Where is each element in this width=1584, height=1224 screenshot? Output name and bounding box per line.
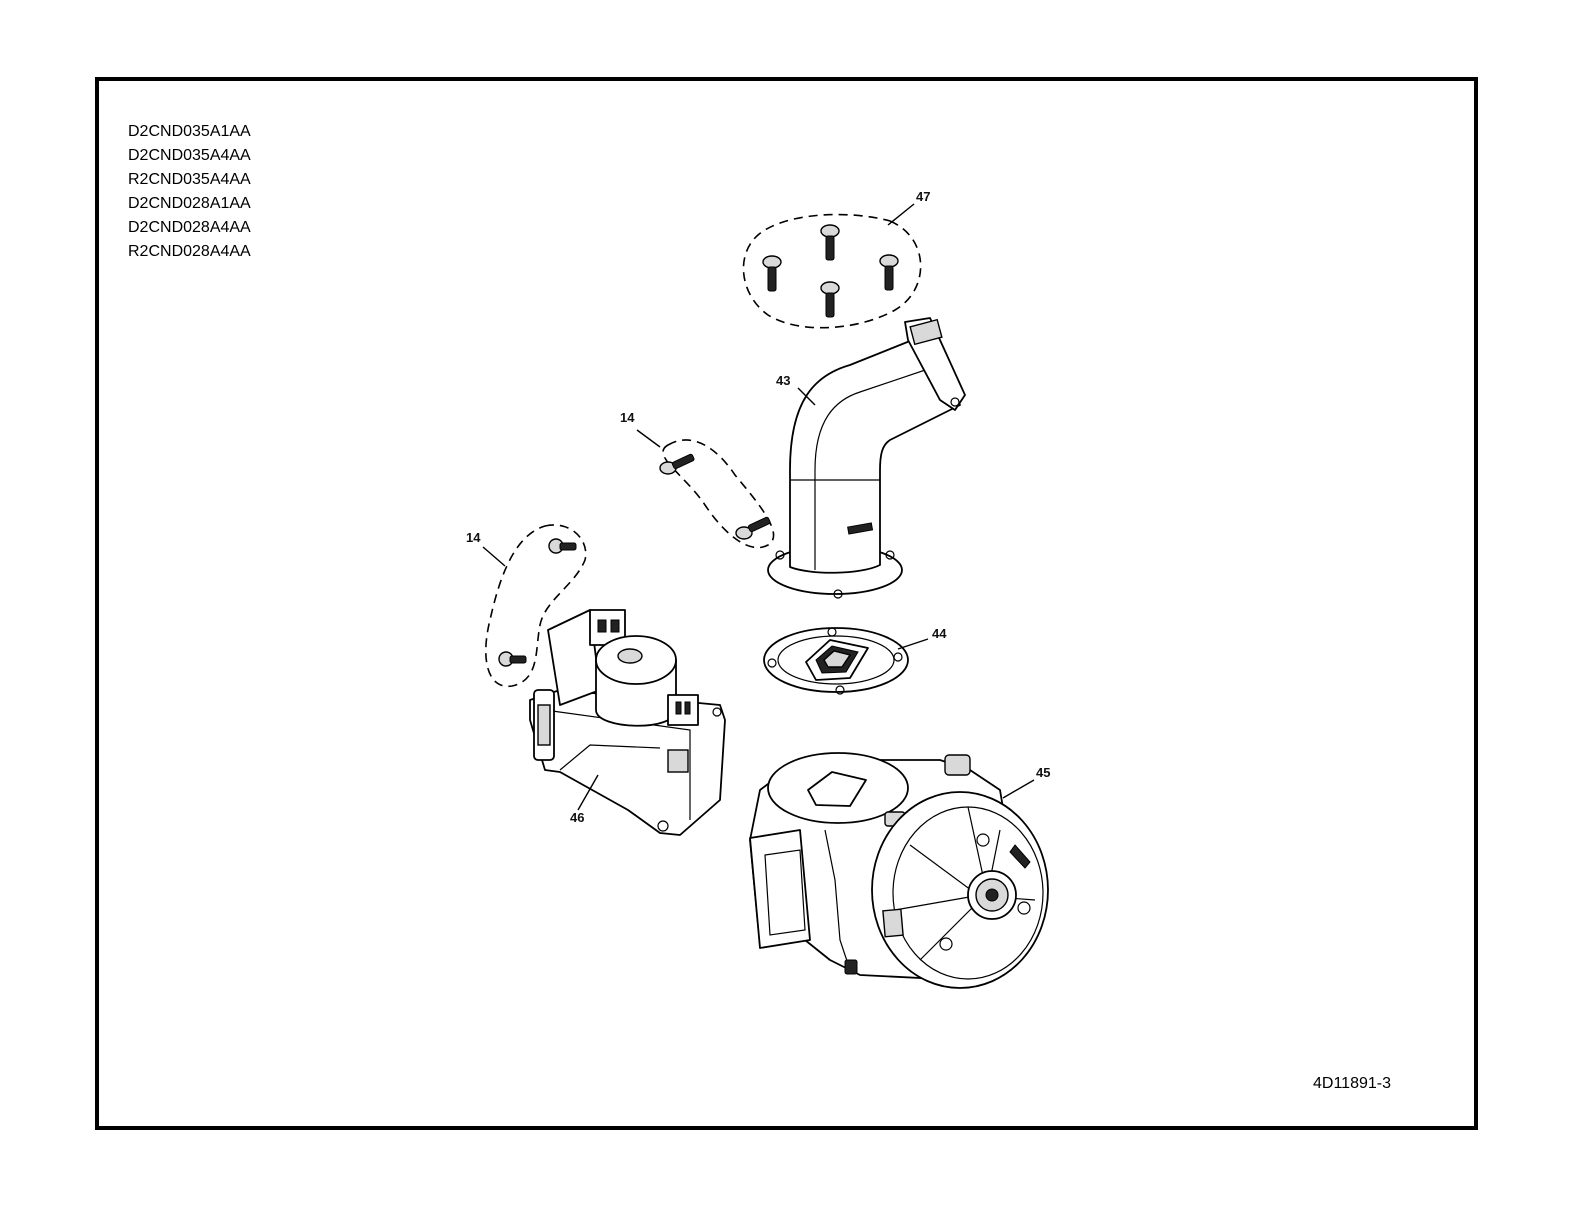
screw-group-47: 47: [742, 189, 930, 329]
screw-icon: [659, 453, 695, 475]
screw-icon: [762, 255, 782, 292]
elbow-body: [789, 334, 961, 574]
model-number-list: D2CND035A1AA D2CND035A4AA R2CND035A4AA D…: [128, 120, 251, 264]
callout-43: 43: [776, 373, 790, 388]
screw-icon: [820, 224, 840, 261]
model-number: D2CND035A4AA: [128, 147, 251, 164]
screw-icon: [498, 651, 527, 667]
leader-line: [636, 429, 661, 448]
callout-45: 45: [1036, 765, 1050, 780]
model-number: D2CND028A1AA: [128, 195, 251, 212]
leader-line: [577, 774, 599, 811]
leader-line: [887, 203, 915, 226]
blower-inlet: [807, 771, 867, 807]
gas-valve-46: 46: [529, 609, 726, 836]
model-number: D2CND028A4AA: [128, 219, 251, 236]
callout-14-upper: 14: [620, 410, 635, 425]
screw-icon: [879, 254, 899, 291]
elbow-port: [909, 318, 943, 346]
screw-icon: [548, 538, 577, 554]
callout-44: 44: [932, 626, 947, 641]
blower-motor: [871, 791, 1049, 989]
document-number: 4D11891-3: [1313, 1075, 1391, 1092]
valve-screws-14: 14: [466, 524, 587, 688]
leader-line: [897, 638, 929, 650]
elbow-screws-outline: [662, 439, 775, 549]
screw-icon: [735, 516, 771, 540]
model-number: R2CND035A4AA: [128, 171, 251, 188]
gas-valve-terminal: [667, 694, 699, 726]
motor-label: [882, 908, 904, 938]
screw-icon: [820, 281, 840, 318]
leader-line: [482, 546, 506, 567]
screw-group-outline: [742, 213, 922, 329]
callout-14-lower: 14: [466, 530, 481, 545]
elbow-screws-14: 14: [620, 410, 775, 549]
callout-47: 47: [916, 189, 930, 204]
leader-line: [1002, 779, 1035, 799]
leader-line: [797, 387, 816, 406]
valve-screws-outline: [485, 524, 587, 688]
drawing-border: [95, 77, 1478, 1130]
model-number: R2CND028A4AA: [128, 243, 251, 260]
vent-elbow-43: 43: [767, 317, 966, 599]
model-number: D2CND035A1AA: [128, 123, 251, 140]
gasket-44: 44: [763, 626, 947, 695]
callout-46: 46: [570, 810, 584, 825]
inducer-blower-45: 45: [749, 752, 1050, 989]
